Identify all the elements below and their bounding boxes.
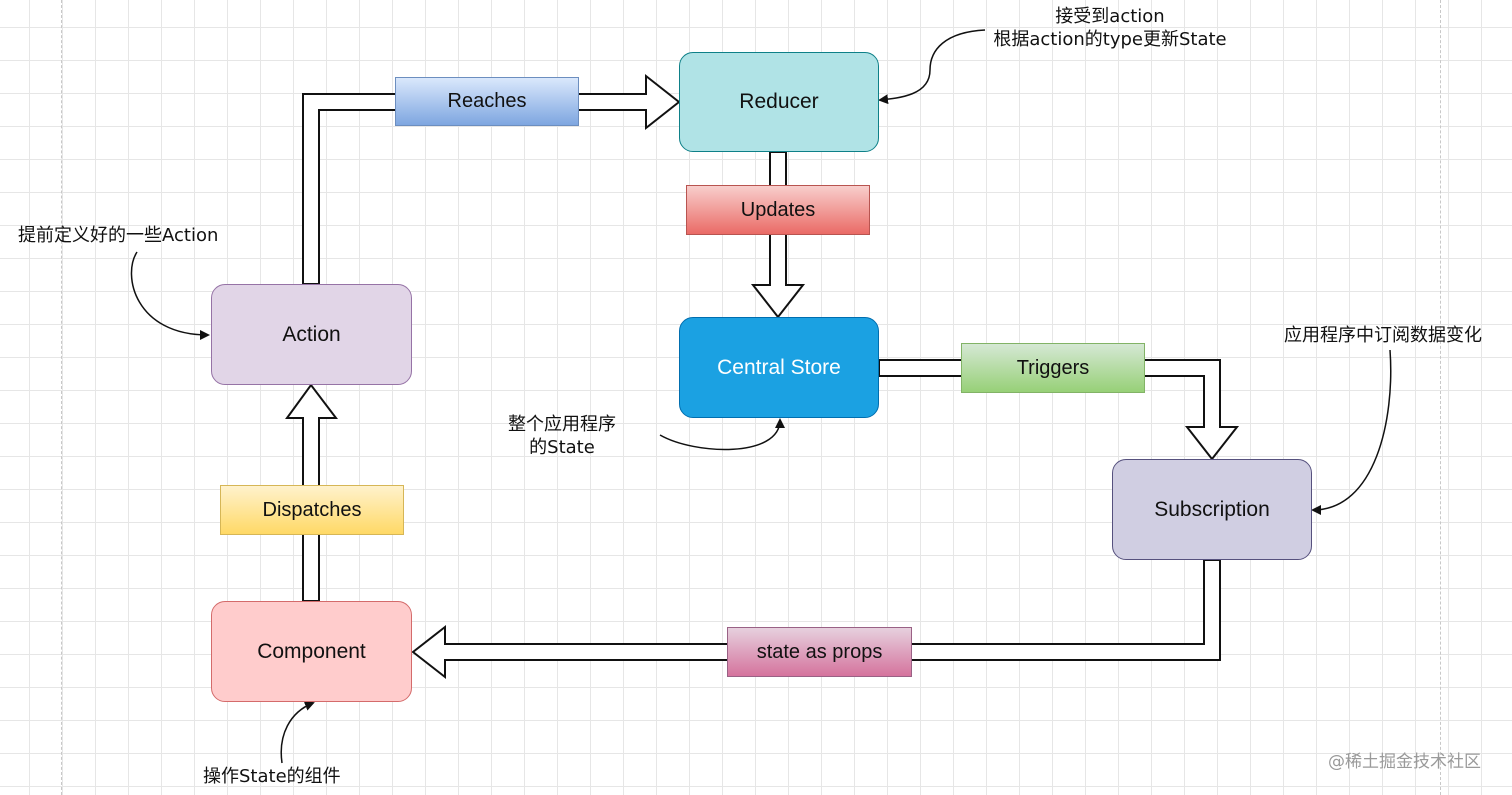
note-store-line1: 整个应用程序 xyxy=(508,414,616,435)
note-pointer-action xyxy=(130,251,210,340)
watermark: @稀土掘金技术社区 xyxy=(1328,752,1481,772)
note-reducer: 接受到action 根据action的type更新State xyxy=(990,5,1230,51)
note-store-line2: 的State xyxy=(529,437,595,458)
note-reducer-line1: 接受到action xyxy=(1055,6,1165,27)
label-dispatches: Dispatches xyxy=(220,485,404,535)
note-pointer-store xyxy=(659,418,785,451)
note-action: 提前定义好的一些Action xyxy=(18,225,219,246)
node-component: Component xyxy=(211,601,412,702)
node-action: Action xyxy=(211,284,412,385)
note-store: 整个应用程序 的State xyxy=(497,413,627,459)
label-state-as-props: state as props xyxy=(727,627,912,677)
note-pointer-subscription xyxy=(1311,349,1392,515)
label-triggers: Triggers xyxy=(961,343,1145,393)
note-reducer-line2: 根据action的type更新State xyxy=(993,29,1227,50)
label-updates: Updates xyxy=(686,185,870,235)
node-central-store: Central Store xyxy=(679,317,879,418)
page-edge-right xyxy=(1440,0,1441,795)
node-reducer: Reducer xyxy=(679,52,879,152)
note-pointer-component xyxy=(280,701,315,764)
label-reaches: Reaches xyxy=(395,77,579,126)
note-pointer-reducer xyxy=(878,29,986,105)
note-component: 操作State的组件 xyxy=(203,766,341,787)
page-edge-left xyxy=(61,0,62,795)
note-subscription: 应用程序中订阅数据变化 xyxy=(1284,325,1482,346)
node-subscription: Subscription xyxy=(1112,459,1312,560)
